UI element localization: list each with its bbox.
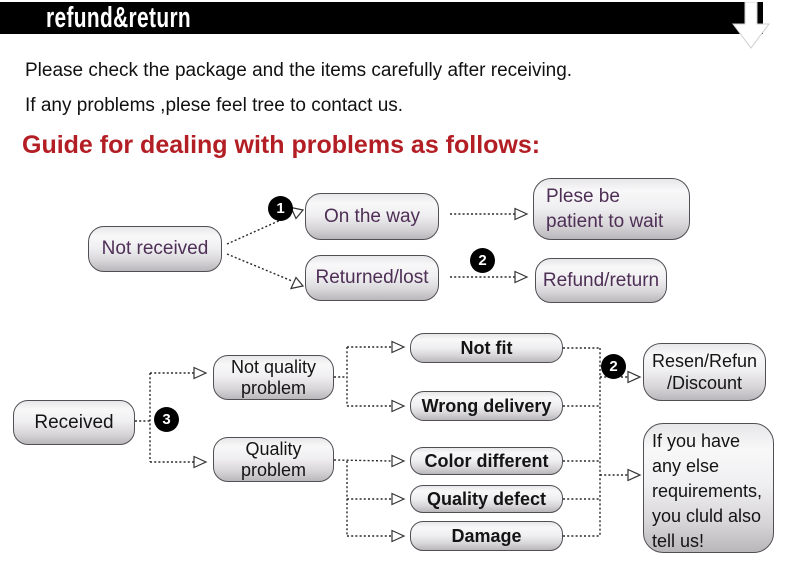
node-on-the-way: On the way xyxy=(305,193,439,240)
badge-2: 2 xyxy=(470,248,495,273)
node-not-fit: Not fit xyxy=(410,333,563,363)
node-more-requirements: If you have any else requirements, you c… xyxy=(643,423,774,553)
page-title: refund&return xyxy=(46,2,192,34)
badge-2-resend: 2 xyxy=(601,354,626,379)
node-color-different: Color different xyxy=(410,447,563,475)
badge-3: 3 xyxy=(154,407,179,432)
guide-heading: Guide for dealing with problems as follo… xyxy=(22,131,541,159)
node-not-quality-problem: Not quality problem xyxy=(213,355,334,400)
badge-1: 1 xyxy=(268,196,293,221)
node-please-be-patient: Plese be patient to wait xyxy=(533,178,690,240)
down-arrow-icon xyxy=(732,2,770,49)
intro-line-1: Please check the package and the items c… xyxy=(25,60,573,81)
node-received: Received xyxy=(13,400,135,445)
node-returned-lost: Returned/lost xyxy=(305,255,439,301)
header-bar: refund&return xyxy=(0,2,763,34)
node-damage: Damage xyxy=(410,521,563,551)
node-resend-refund-discount: Resen/Refun /Discount xyxy=(643,343,766,401)
node-refund-return: Refund/return xyxy=(535,258,667,303)
node-quality-defect: Quality defect xyxy=(410,485,563,513)
node-wrong-delivery: Wrong delivery xyxy=(410,391,563,421)
node-quality-problem: Quality problem xyxy=(213,437,334,482)
intro-line-2: If any problems ,plese feel tree to cont… xyxy=(25,95,404,116)
node-not-received: Not received xyxy=(88,226,222,272)
